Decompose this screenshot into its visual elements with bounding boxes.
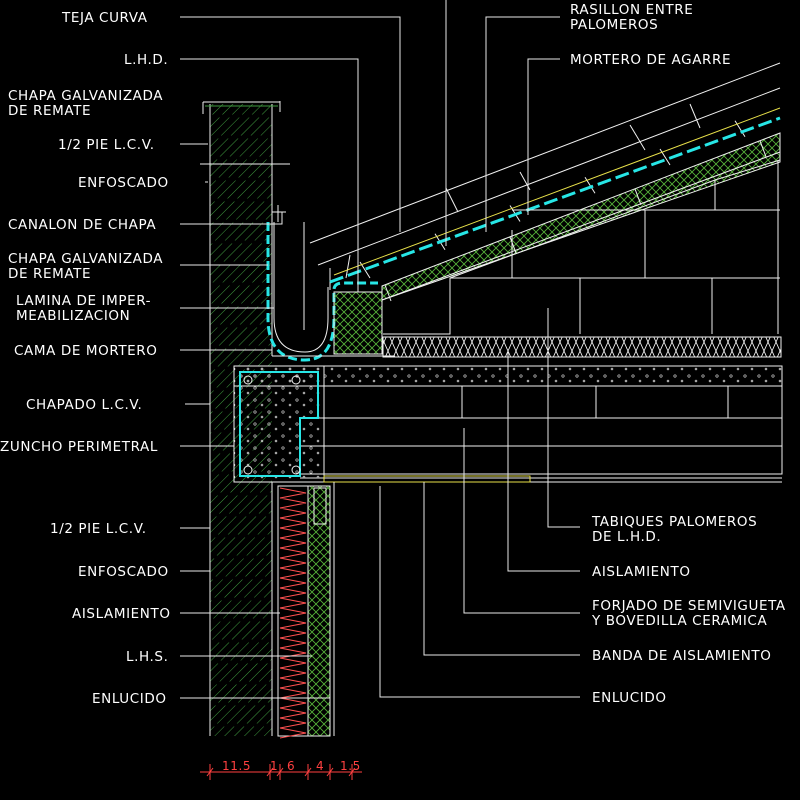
label-line: DE REMATE [8, 266, 91, 282]
label-line: ENLUCIDO [592, 690, 667, 706]
label-mortero-agarre: MORTERO DE AGARRE [570, 52, 731, 68]
label-pie-lcv-bottom: 1/2 PIE L.C.V. [50, 521, 147, 537]
leader-lines [180, 0, 580, 699]
label-lhs: L.H.S. [126, 649, 168, 665]
label-pie-lcv-top: 1/2 PIE L.C.V. [58, 137, 155, 153]
label-line: DE REMATE [8, 103, 91, 119]
eave-support-block [272, 291, 395, 357]
label-line: CANALON DE CHAPA [8, 217, 156, 233]
label-zuncho: ZUNCHO PERIMETRAL [0, 439, 158, 455]
label-teja-curva: TEJA CURVA [61, 10, 148, 26]
label-aislamiento-right: AISLAMIENTO [592, 564, 691, 580]
label-line: MEABILIZACION [16, 308, 130, 324]
label-enfoscado-bottom: ENFOSCADO [78, 564, 169, 580]
label-line: ZUNCHO PERIMETRAL [0, 439, 158, 455]
label-line: RASILLON ENTRE [570, 2, 693, 18]
label-line: Y BOVEDILLA CERAMICA [591, 613, 767, 629]
label-line: CHAPA GALVANIZADA [8, 251, 163, 267]
ceiling-insulation [382, 336, 782, 358]
label-line: MORTERO DE AGARRE [570, 52, 731, 68]
label-lamina: LAMINA DE IMPER-MEABILIZACION [16, 293, 151, 324]
gutter-canalon [266, 205, 378, 362]
label-line: PALOMEROS [570, 17, 658, 33]
label-aislamiento-left: AISLAMIENTO [72, 606, 171, 622]
label-line: ENFOSCADO [78, 564, 169, 580]
label-chapado-lcv: CHAPADO L.C.V. [26, 397, 142, 413]
label-enfoscado-top: ENFOSCADO [78, 175, 169, 191]
label-banda: BANDA DE AISLAMIENTO [592, 648, 771, 664]
dim-label-11-5: 11.5 [222, 759, 251, 773]
dimension-chain: 11.5 1 6 4 1.5 [200, 759, 362, 780]
dim-label-4: 4 [316, 759, 324, 773]
label-line: FORJADO DE SEMIVIGUETA [592, 598, 786, 614]
dim-label-1-5: 1.5 [340, 759, 361, 773]
lower-wall-assembly [271, 482, 335, 739]
label-line: CHAPADO L.C.V. [26, 397, 142, 413]
label-line: LAMINA DE IMPER- [16, 293, 151, 309]
label-line: ENLUCIDO [92, 691, 167, 707]
label-line: CHAPA GALVANIZADA [8, 88, 163, 104]
label-line: 1/2 PIE L.C.V. [58, 137, 155, 153]
label-lhd: L.H.D. [124, 52, 168, 68]
roof-assembly [309, 62, 781, 302]
label-line: TABIQUES PALOMEROS [591, 514, 757, 530]
label-enlucido-left: ENLUCIDO [92, 691, 167, 707]
label-line: AISLAMIENTO [72, 606, 171, 622]
label-line: L.H.D. [124, 52, 168, 68]
label-line: ENFOSCADO [78, 175, 169, 191]
label-enlucido-right: ENLUCIDO [592, 690, 667, 706]
label-canalon: CANALON DE CHAPA [8, 217, 156, 233]
label-line: CAMA DE MORTERO [14, 343, 158, 359]
tabiques-palomeros [383, 159, 781, 335]
label-line: BANDA DE AISLAMIENTO [592, 648, 771, 664]
label-line: DE L.H.D. [592, 529, 661, 545]
label-line: AISLAMIENTO [592, 564, 691, 580]
dim-label-1: 1 [270, 759, 278, 773]
label-line: TEJA CURVA [61, 10, 148, 26]
label-line: L.H.S. [126, 649, 168, 665]
dim-label-6: 6 [287, 759, 295, 773]
label-cama-mortero: CAMA DE MORTERO [14, 343, 158, 359]
label-line: 1/2 PIE L.C.V. [50, 521, 147, 537]
